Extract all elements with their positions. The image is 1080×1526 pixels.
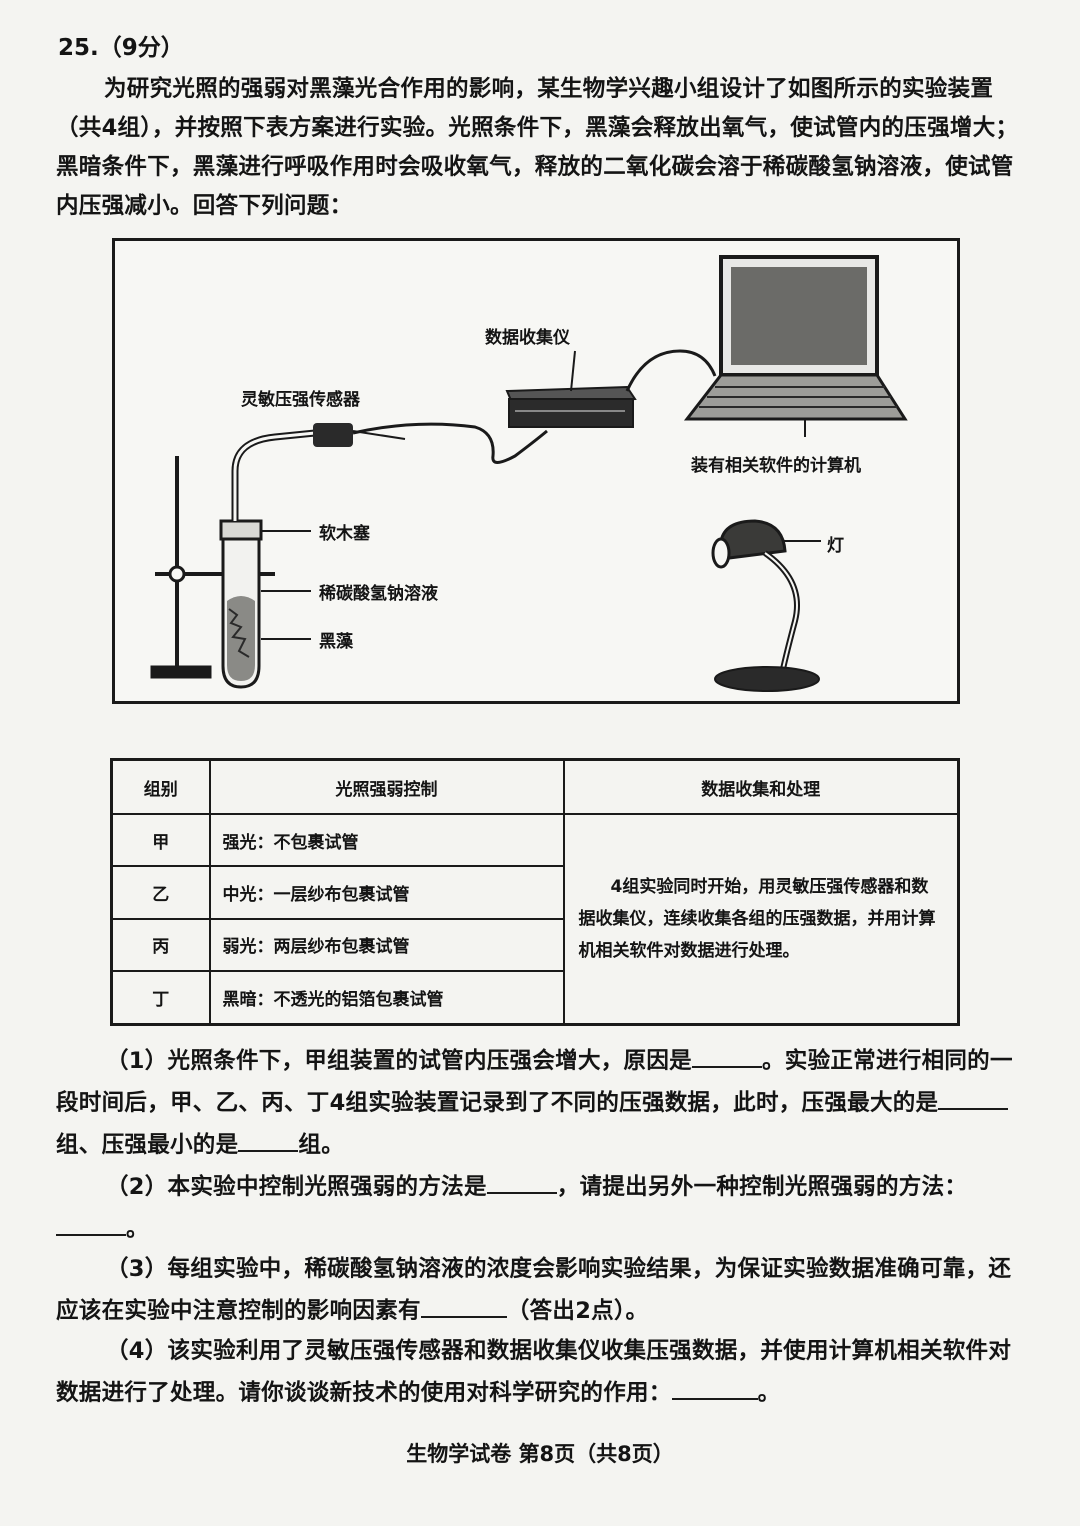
q2-text-c: 。 <box>126 1216 149 1242</box>
q1-text-c: 组、压强最小的是 <box>56 1132 239 1158</box>
group-cell: 丁 <box>110 970 211 1026</box>
q3-text-b: （答出2点）。 <box>506 1298 649 1324</box>
label-lamp: 灯 <box>827 536 844 556</box>
control-cell: 黑暗：不透光的铝箔包裹试管 <box>208 970 565 1026</box>
label-computer: 装有相关软件的计算机 <box>691 456 861 476</box>
label-data-collector: 数据收集仪 <box>485 328 570 348</box>
q4-text-b: 。 <box>757 1380 781 1406</box>
processing-text: 4组实验同时开始，用灵敏压强传感器和数据收集仪，连续收集各组的压强数据，并用计算… <box>578 877 936 961</box>
label-plant: 黑藻 <box>319 632 353 652</box>
answer-blank[interactable] <box>486 1170 557 1194</box>
q2-text-b: ，请提出另外一种控制光照强弱的方法： <box>556 1174 968 1200</box>
header-light-control: 光照强弱控制 <box>208 758 565 815</box>
processing-cell: 4组实验同时开始，用灵敏压强传感器和数据收集仪，连续收集各组的压强数据，并用计算… <box>562 813 960 1026</box>
question-1: （1）光照条件下，甲组装置的试管内压强会增大，原因是。实验正常进行相同的一段时间… <box>56 1040 1028 1166</box>
table-row: 甲 强光：不包裹试管 4组实验同时开始，用灵敏压强传感器和数据收集仪，连续收集各… <box>110 812 960 1026</box>
q3-text-a: （3）每组实验中，稀碳酸氢钠溶液的浓度会影响实验结果，为保证实验数据准确可靠，还… <box>56 1256 1012 1324</box>
experiment-plan-table: 组别 光照强弱控制 数据收集和处理 甲 强光：不包裹试管 4组实验同时开始，用灵… <box>110 758 960 1026</box>
answer-blank[interactable] <box>420 1294 507 1318</box>
table-header-row: 组别 光照强弱控制 数据收集和处理 <box>110 758 960 815</box>
question-number: 25.（9分） <box>58 35 184 61</box>
control-cell: 强光：不包裹试管 <box>208 812 565 868</box>
control-cell: 中光：一层纱布包裹试管 <box>208 865 565 920</box>
answer-blank[interactable] <box>56 1212 126 1236</box>
table-row: 丙 弱光：两层纱布包裹试管 <box>110 917 959 973</box>
answer-blank[interactable] <box>691 1044 762 1068</box>
q2-text-a: （2）本实验中控制光照强弱的方法是 <box>106 1174 487 1200</box>
experiment-setup-figure: 灵敏压强传感器 数据收集仪 装有相关软件的计算机 软木塞 稀碳酸氢钠溶液 黑藻 … <box>112 238 960 704</box>
question-4: （4）该实验利用了灵敏压强传感器和数据收集仪收集压强数据，并使用计算机相关软件对… <box>56 1330 1028 1414</box>
group-cell: 丙 <box>110 917 211 973</box>
label-stopper: 软木塞 <box>319 524 370 544</box>
question-2: （2）本实验中控制光照强弱的方法是 ，请提出另外一种控制光照强弱的方法： 。 <box>56 1166 1028 1250</box>
q1-text-a: （1）光照条件下，甲组装置的试管内压强会增大，原因是 <box>106 1048 692 1074</box>
label-solution: 稀碳酸氢钠溶液 <box>319 584 438 604</box>
table-row: 乙 中光：一层纱布包裹试管 <box>110 865 959 920</box>
q1-text-d: 组。 <box>298 1132 345 1158</box>
data-collector-box <box>505 385 637 428</box>
pressure-sensor <box>313 423 353 447</box>
header-group: 组别 <box>110 758 211 815</box>
answer-blank[interactable] <box>671 1376 758 1400</box>
apparatus-drawing <box>150 255 908 692</box>
control-cell: 弱光：两层纱布包裹试管 <box>208 917 565 973</box>
table-row: 丁 黑暗：不透光的铝箔包裹试管 <box>110 970 959 1026</box>
question-3: （3）每组实验中，稀碳酸氢钠溶液的浓度会影响实验结果，为保证实验数据准确可靠，还… <box>56 1248 1028 1332</box>
laptop-computer <box>683 255 908 437</box>
header-data-processing: 数据收集和处理 <box>562 758 960 815</box>
iron-stand <box>150 456 275 679</box>
q4-text-a: （4）该实验利用了灵敏压强传感器和数据收集仪收集压强数据，并使用计算机相关软件对… <box>56 1338 1012 1406</box>
question-intro: 为研究光照的强弱对黑藻光合作用的影响，某生物学兴趣小组设计了如图所示的实验装置（… <box>56 76 1019 219</box>
group-cell: 甲 <box>110 812 211 868</box>
page-footer: 生物学试卷 第8页（共8页） <box>406 1442 674 1466</box>
answer-blank[interactable] <box>938 1086 1009 1110</box>
q1-text-b: 。实验正常进行相同的一段时间后，甲、乙、丙、丁4组实验装置记录到了不同的压强数据… <box>56 1048 1013 1116</box>
label-pressure-sensor: 灵敏压强传感器 <box>241 390 360 410</box>
label-leader-lines <box>261 350 821 640</box>
test-tube <box>219 519 263 689</box>
answer-blank[interactable] <box>238 1128 299 1152</box>
group-cell: 乙 <box>110 865 211 920</box>
desk-lamp <box>711 519 820 692</box>
